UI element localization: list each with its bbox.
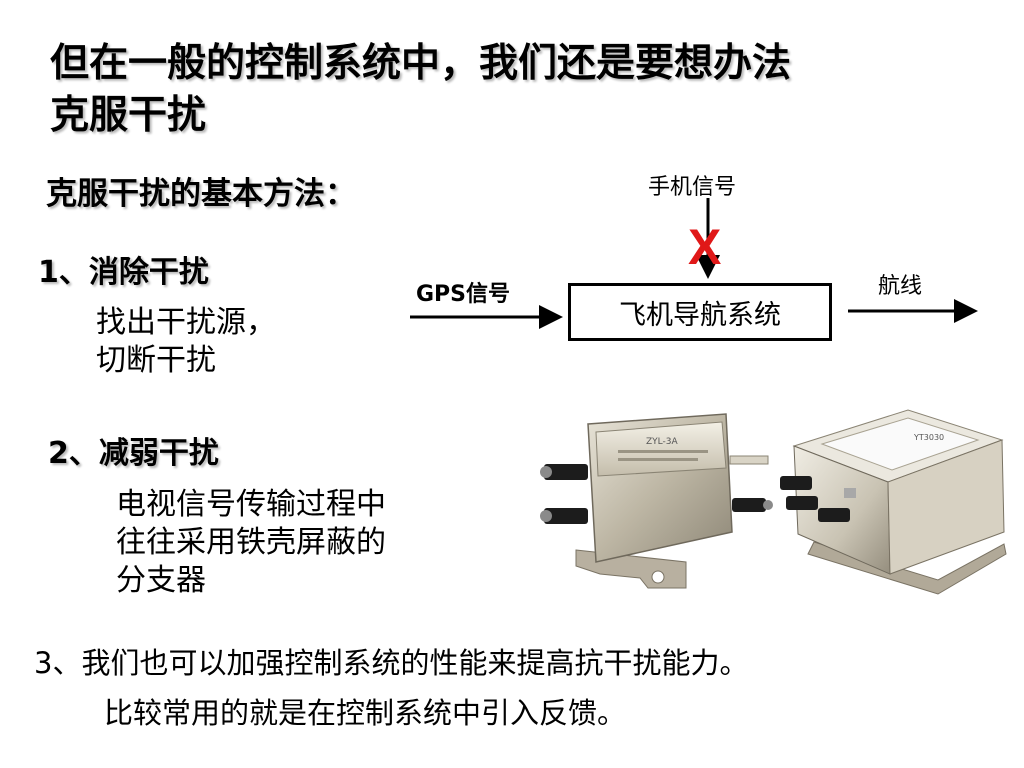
- method-1-line-1: 找出干扰源，: [96, 305, 276, 340]
- navigation-system-box: 飞机导航系统: [568, 283, 832, 341]
- title-line-1: 但在一般的控制系统中，我们还是要想办法: [50, 41, 792, 86]
- method-2-line-1: 电视信号传输过程中: [116, 487, 386, 522]
- input-label: GPS信号: [416, 282, 511, 307]
- method-2-text: 电视信号传输过程中 往往采用铁壳屏蔽的 分支器: [116, 486, 386, 600]
- method-2-line-3: 分支器: [116, 563, 206, 598]
- slide-title: 但在一般的控制系统中，我们还是要想办法 克服干扰: [50, 38, 791, 142]
- output-label: 航线: [878, 274, 923, 299]
- basic-methods-subtitle: 克服干扰的基本方法：: [46, 176, 356, 212]
- method-2-line-2: 往往采用铁壳屏蔽的: [116, 525, 386, 560]
- blocked-x-mark: X: [688, 219, 722, 275]
- filter-label-left: ZYL-3A: [646, 437, 678, 447]
- method-1-line-2: 切断干扰: [96, 343, 216, 378]
- filter-label-right: YT3030: [913, 433, 944, 442]
- shielded-filter-photo-left: ZYL-3A: [540, 413, 773, 589]
- title-line-2: 克服干扰: [50, 93, 207, 138]
- navigation-system-label: 飞机导航系统: [619, 299, 781, 331]
- method-3-line-2: 比较常用的就是在控制系统中引入反馈。: [104, 696, 627, 730]
- method-1-heading: 1、消除干扰: [38, 255, 209, 290]
- disturbance-label: 手机信号: [648, 175, 737, 200]
- method-1-text: 找出干扰源， 切断干扰: [96, 304, 276, 380]
- method-2-heading: 2、减弱干扰: [48, 436, 219, 471]
- shielded-filter-photo-right: YT3030: [780, 409, 1007, 595]
- method-3-line-1: 3、我们也可以加强控制系统的性能来提高抗干扰能力。: [34, 646, 749, 680]
